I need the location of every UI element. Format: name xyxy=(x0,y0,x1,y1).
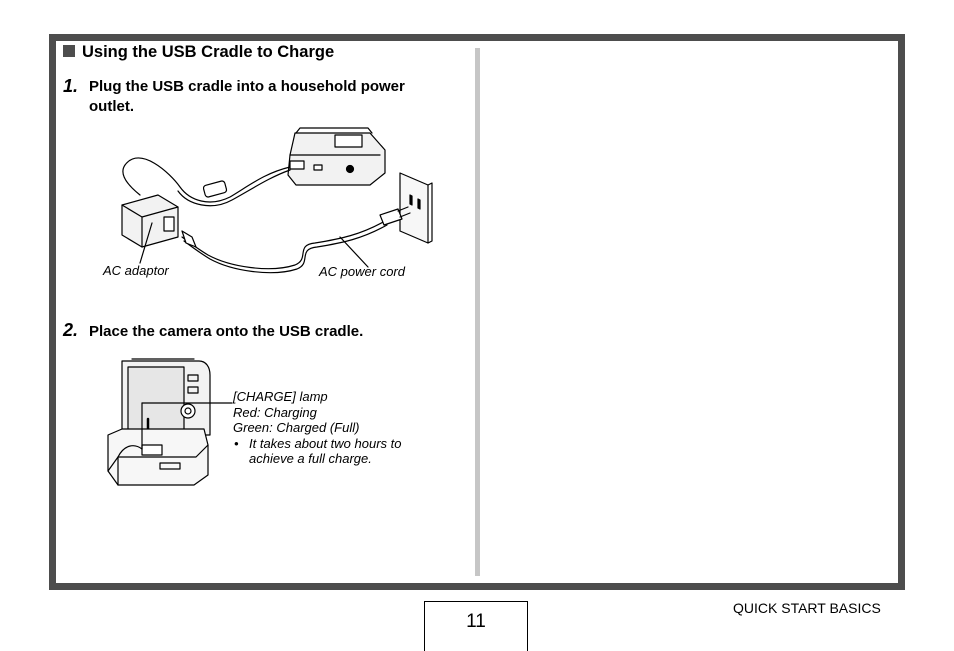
label-ac-power-cord: AC power cord xyxy=(319,264,405,279)
column-divider xyxy=(475,48,480,576)
wall-outlet-drawing xyxy=(399,172,433,244)
bullet-icon: • xyxy=(234,435,239,451)
step-2-number: 2. xyxy=(63,320,79,340)
charge-lamp-description: [CHARGE] lamp Red: Charging Green: Charg… xyxy=(233,389,401,467)
usb-cradle-drawing xyxy=(107,428,209,486)
step-2-text: Place the camera onto the USB cradle. xyxy=(89,323,364,340)
section-title: Using the USB Cradle to Charge xyxy=(63,43,334,62)
lamp-red-status: Red: Charging xyxy=(233,404,317,420)
lamp-title: [CHARGE] lamp xyxy=(233,389,328,404)
camera-on-cradle-illustration xyxy=(107,358,233,486)
usb-cradle-drawing xyxy=(287,127,386,186)
chapter-label: QUICK START BASICS xyxy=(733,600,881,616)
label-ac-adaptor: AC adaptor xyxy=(103,263,169,278)
lamp-green-status: Green: Charged (Full) xyxy=(233,420,360,435)
ac-adaptor-drawing xyxy=(121,194,179,248)
cradle-connection-illustration xyxy=(121,127,433,274)
page-number: 11 xyxy=(424,601,528,651)
step-1-text: Plug the USB cradle into a household pow… xyxy=(89,78,405,115)
square-bullet-icon xyxy=(63,45,75,57)
step-1-number: 1. xyxy=(63,76,79,96)
charge-time-note: • It takes about two hours to achieve a … xyxy=(234,435,402,467)
camera-drawing xyxy=(121,358,211,436)
